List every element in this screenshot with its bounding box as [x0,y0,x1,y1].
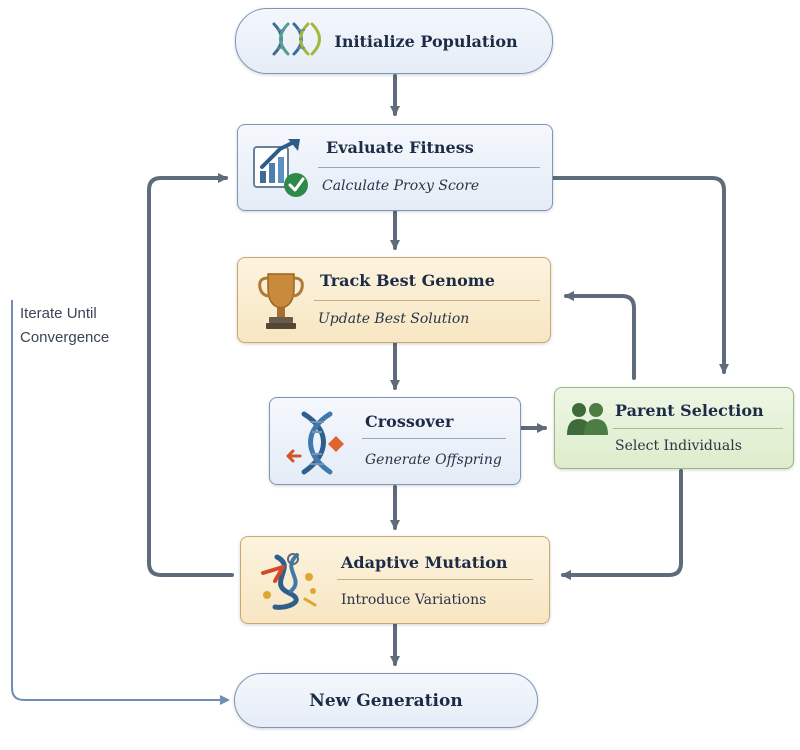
arrow-parent-to-mutation [561,469,683,580]
arrow-fitness-to-parent [551,176,729,374]
node-title: Initialize Population [334,31,518,51]
node-subtitle: Introduce Variations [341,592,487,608]
iterate-until-convergence-label: Iterate Until Convergence [20,302,140,350]
dna-swap-icon [286,410,348,480]
node-title: Adaptive Mutation [341,553,508,572]
side-label-line2: Convergence [20,329,110,346]
node-title: Track Best Genome [320,271,495,290]
node-title: Crossover [365,412,454,431]
node-divider [318,167,540,168]
adaptive-mutation-node: Adaptive Mutation Introduce Variations [240,536,550,624]
node-subtitle: Select Individuals [615,438,742,454]
parent-selection-node: Parent Selection Select Individuals [554,387,794,469]
dna-icon [270,20,326,62]
node-title: Evaluate Fitness [326,138,474,157]
node-subtitle: Update Best Solution [318,311,470,327]
node-subtitle: Calculate Proxy Score [322,178,480,194]
node-divider [362,438,506,439]
arrow-mutation-loop-to-fitness [147,173,234,577]
growth-chart-check-icon [252,137,314,205]
people-icon [565,401,611,441]
initialize-population-node: Initialize Population [235,8,553,74]
loop-arrow-convergence-to-newgen [11,300,230,705]
node-divider [337,579,533,580]
node-title: Parent Selection [615,401,764,420]
node-subtitle: Generate Offspring [365,452,502,468]
arrow-parent-to-best [564,291,636,380]
new-generation-node: New Generation [234,673,538,728]
node-divider [314,300,540,301]
node-divider [613,428,783,429]
trophy-icon [256,268,306,336]
track-best-genome-node: Track Best Genome Update Best Solution [237,257,551,343]
crossover-node: Crossover Generate Offspring [269,397,521,485]
evaluate-fitness-node: Evaluate Fitness Calculate Proxy Score [237,124,553,211]
side-label-line1: Iterate Until [20,305,97,322]
node-title: New Generation [309,690,463,711]
molecule-mutation-icon [257,547,323,619]
